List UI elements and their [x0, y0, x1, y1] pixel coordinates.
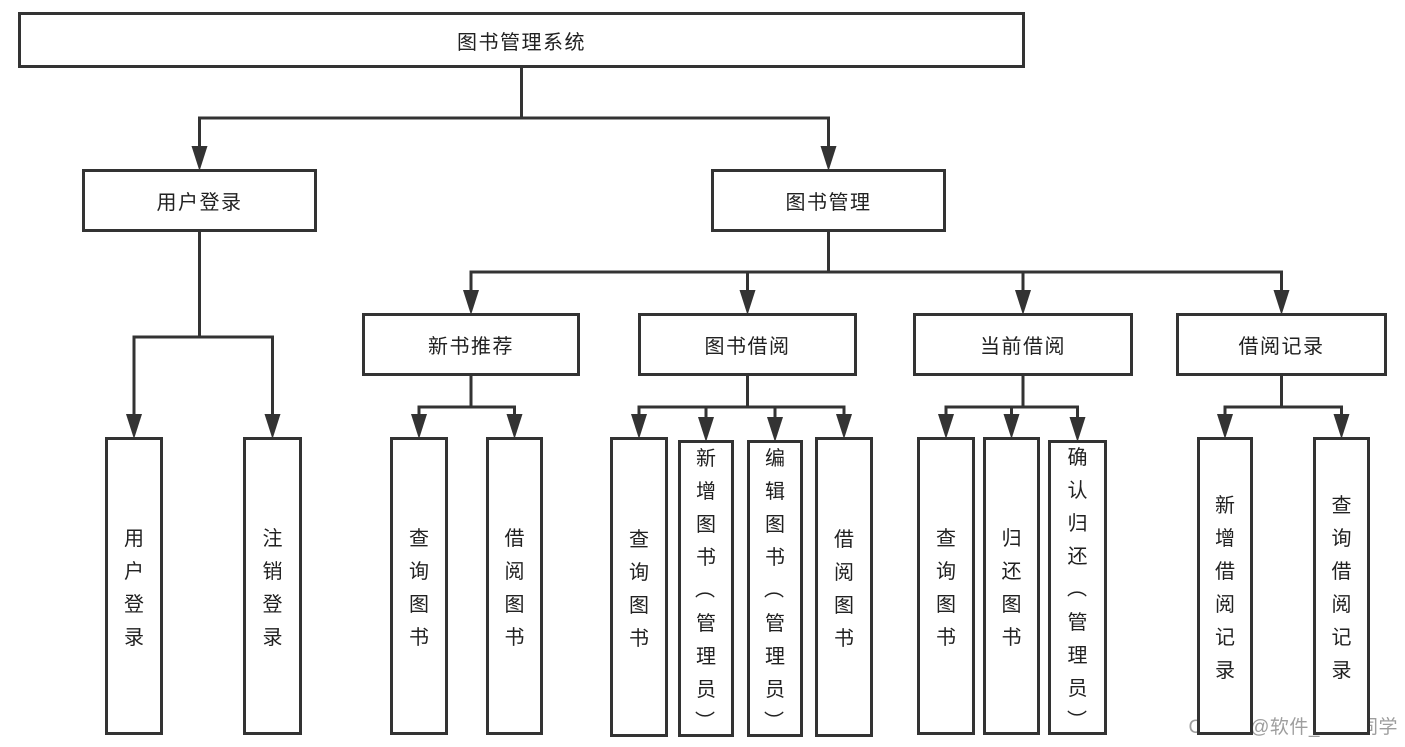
node-label: 图书管理 [785, 192, 872, 214]
node-label: 图书管理系统 [457, 31, 586, 54]
node-leaf-nb-query: 查询图书 [390, 437, 448, 735]
node-label: 编辑图书（管理员） [761, 448, 786, 731]
node-label: 查询借阅记录 [1331, 495, 1352, 682]
node-leaf-bb-add: 新增图书（管理员） [678, 440, 734, 737]
node-root: 图书管理系统 [18, 12, 1025, 68]
node-label: 借阅图书 [834, 529, 854, 650]
node-label: 用户登录 [156, 192, 243, 214]
node-leaf-bb-edit: 编辑图书（管理员） [747, 440, 803, 737]
node-label: 归还图书 [1001, 528, 1022, 649]
node-label: 查询图书 [936, 528, 956, 649]
node-label: 查询图书 [409, 528, 429, 649]
node-label: 借阅记录 [1238, 336, 1325, 358]
node-leaf-bb-query: 查询图书 [610, 437, 668, 737]
node-label: 新增图书（管理员） [692, 448, 717, 731]
node-leaf-br-query: 查询借阅记录 [1313, 437, 1370, 735]
node-leaf-br-add: 新增借阅记录 [1197, 437, 1253, 735]
node-label: 图书借阅 [704, 336, 791, 358]
node-leaf-cb-confirm: 确认归还（管理员） [1048, 440, 1107, 735]
node-leaf-nb-borrow: 借阅图书 [486, 437, 543, 735]
node-user-login: 用户登录 [82, 169, 317, 232]
node-label: 当前借阅 [980, 336, 1066, 358]
node-leaf-bb-borrow: 借阅图书 [815, 437, 873, 737]
node-borrow-records: 借阅记录 [1176, 313, 1387, 376]
node-leaf-user-login: 用户登录 [105, 437, 163, 735]
node-leaf-cb-query: 查询图书 [917, 437, 975, 735]
node-label: 查询图书 [629, 529, 649, 650]
node-current-borrow: 当前借阅 [913, 313, 1133, 376]
node-label: 借阅图书 [504, 528, 525, 649]
node-book-borrow: 图书借阅 [638, 313, 857, 376]
node-label: 注销登录 [262, 528, 283, 649]
node-label: 新增借阅记录 [1215, 495, 1235, 682]
node-label: 用户登录 [124, 528, 144, 649]
node-leaf-cb-return: 归还图书 [983, 437, 1040, 735]
node-label: 确认归还（管理员） [1064, 447, 1088, 730]
node-label: 新书推荐 [428, 336, 514, 358]
node-new-book-recommend: 新书推荐 [362, 313, 580, 376]
node-book-management: 图书管理 [711, 169, 946, 232]
node-leaf-logout: 注销登录 [243, 437, 302, 735]
